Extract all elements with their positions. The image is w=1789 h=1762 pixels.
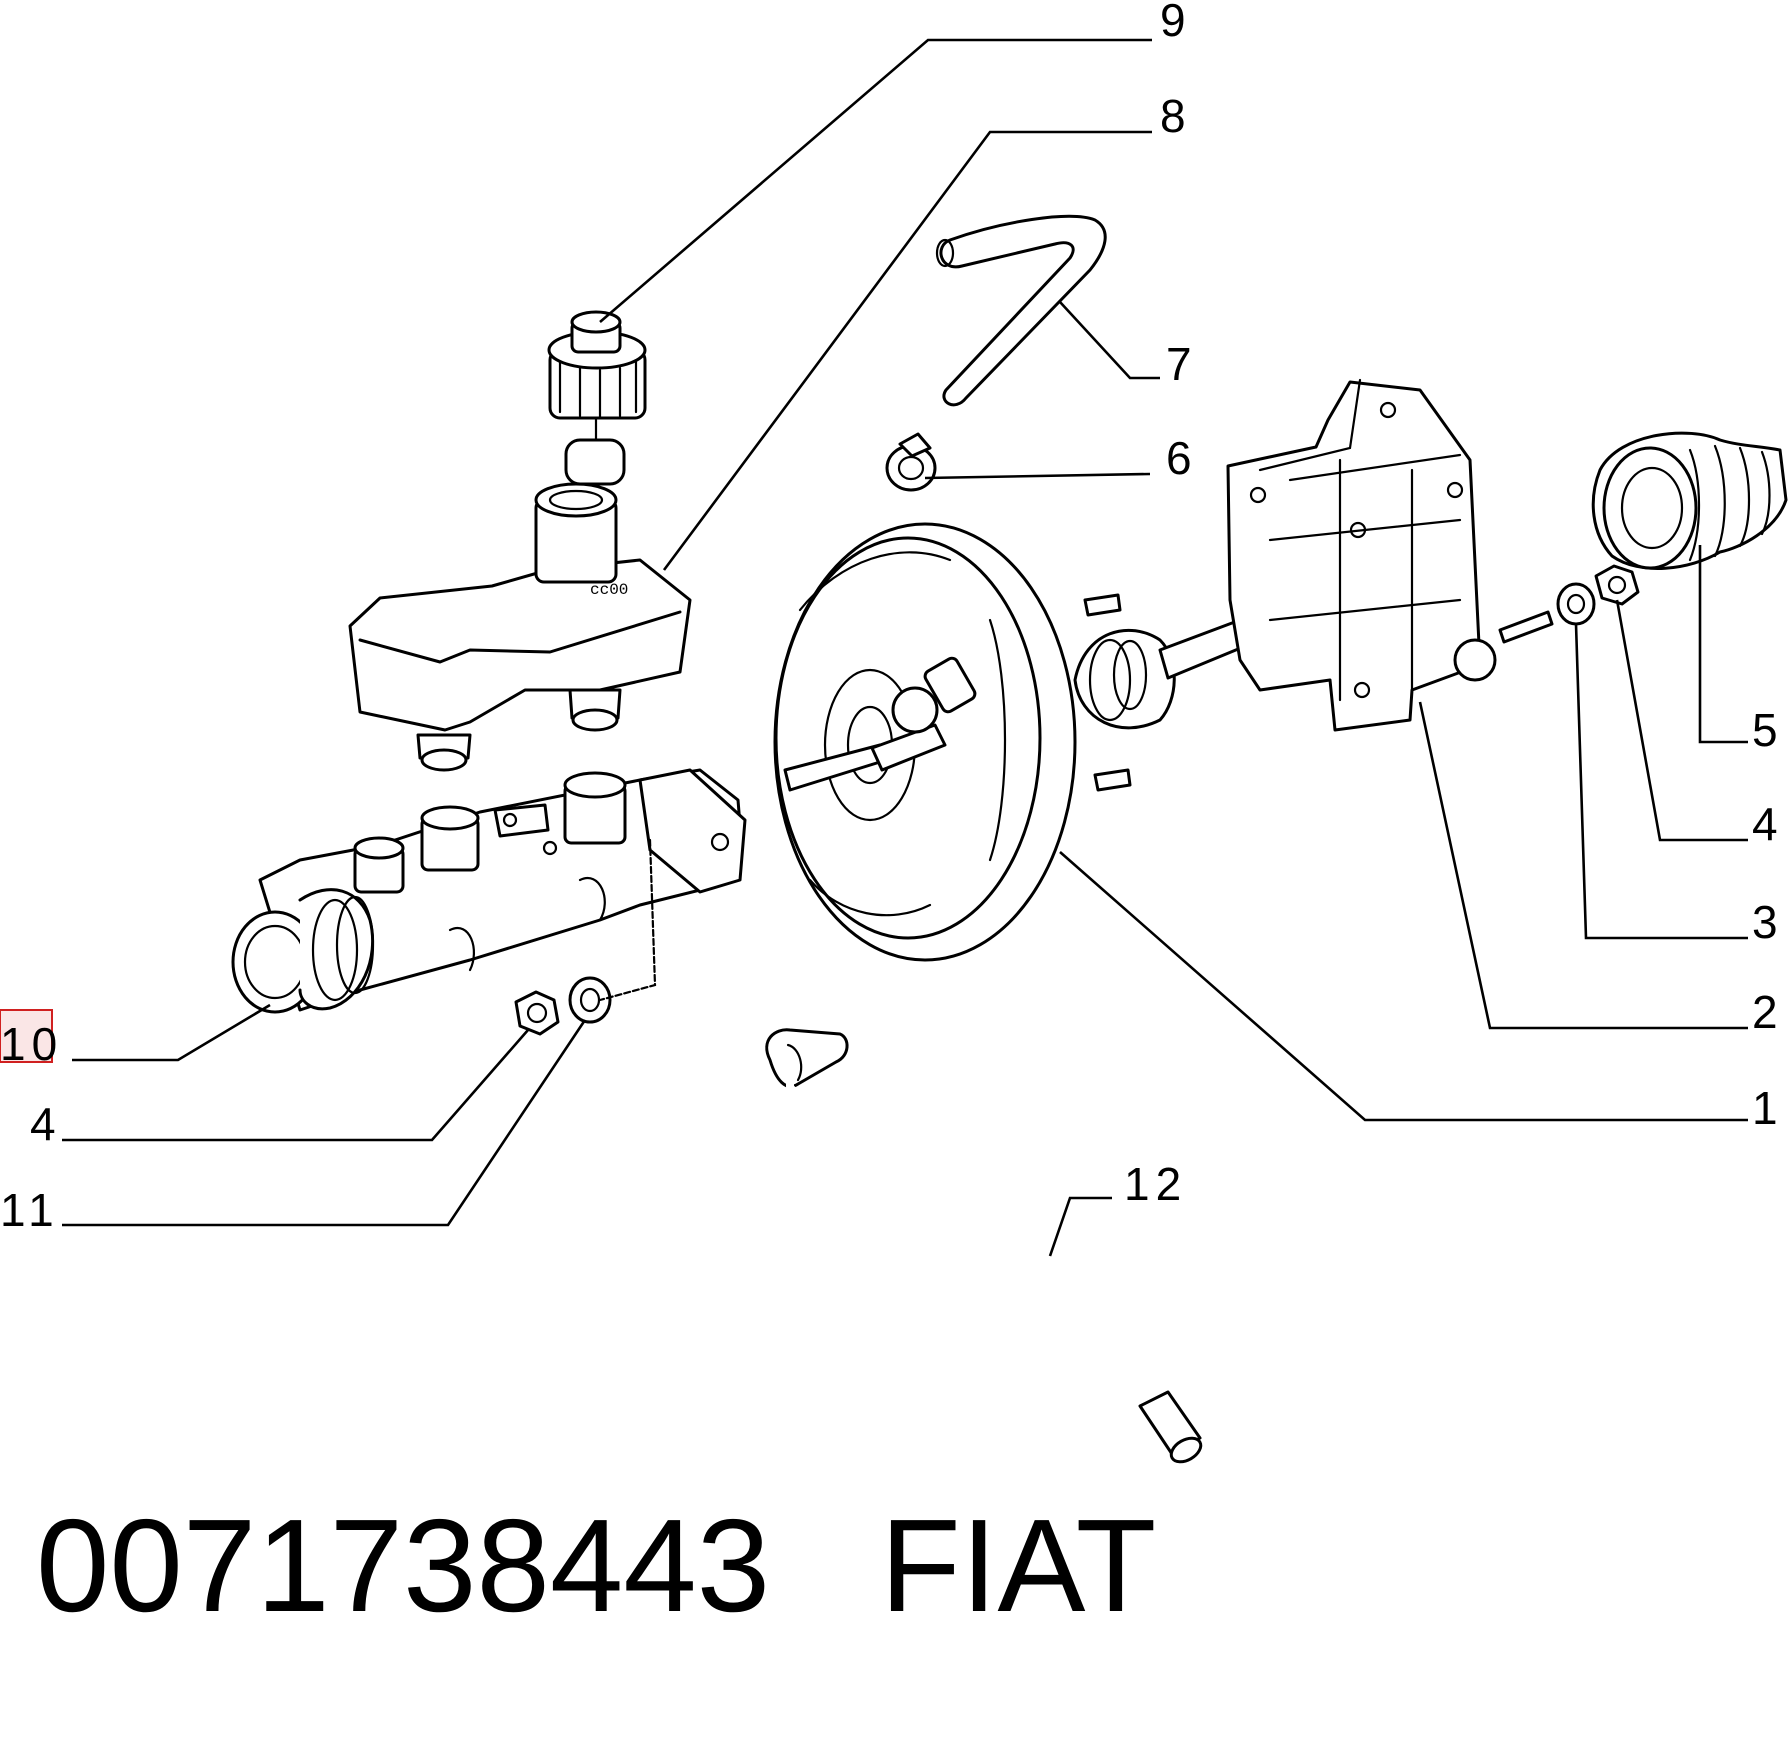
fluid-reservoir-part[interactable]: cc00 <box>348 482 692 772</box>
callout-4-left[interactable]: 4 <box>30 1098 62 1150</box>
callout-4-right[interactable]: 4 <box>1752 798 1784 850</box>
washer-part[interactable] <box>568 976 612 1024</box>
callout-7[interactable]: 7 <box>1166 338 1198 390</box>
mounting-bracket-part[interactable] <box>1226 378 1554 732</box>
svg-text:cc00: cc00 <box>590 581 628 599</box>
callout-5[interactable]: 5 <box>1752 704 1784 756</box>
master-cylinder-part[interactable] <box>231 768 747 1014</box>
callout-12[interactable]: 12 <box>1124 1158 1187 1210</box>
leader-lines <box>62 38 1748 1257</box>
reservoir-cap-part[interactable] <box>547 310 647 486</box>
callout-10[interactable]: 10 <box>0 1018 63 1070</box>
callout-8[interactable]: 8 <box>1160 90 1192 142</box>
callout-6[interactable]: 6 <box>1166 432 1198 484</box>
washer-right-part[interactable] <box>1556 582 1596 626</box>
callout-1[interactable]: 1 <box>1752 1082 1784 1134</box>
nut-right-part[interactable] <box>1594 564 1640 606</box>
nut-left-part[interactable] <box>514 990 560 1036</box>
hose-clip-part[interactable] <box>885 432 937 492</box>
brake-pipe-part[interactable] <box>765 1028 1205 1467</box>
rubber-boot-part[interactable] <box>1591 431 1788 570</box>
callout-9[interactable]: 9 <box>1160 0 1192 46</box>
callout-11[interactable]: 11 <box>0 1184 60 1236</box>
part-number: 0071738443 <box>36 1492 771 1639</box>
brake-servo-part[interactable] <box>773 522 1294 962</box>
callout-2[interactable]: 2 <box>1752 986 1784 1038</box>
vacuum-hose-part[interactable] <box>935 214 1107 407</box>
callout-3[interactable]: 3 <box>1752 896 1784 948</box>
callout-10-highlight <box>0 1009 53 1063</box>
brand-name: FIAT <box>880 1492 1157 1639</box>
